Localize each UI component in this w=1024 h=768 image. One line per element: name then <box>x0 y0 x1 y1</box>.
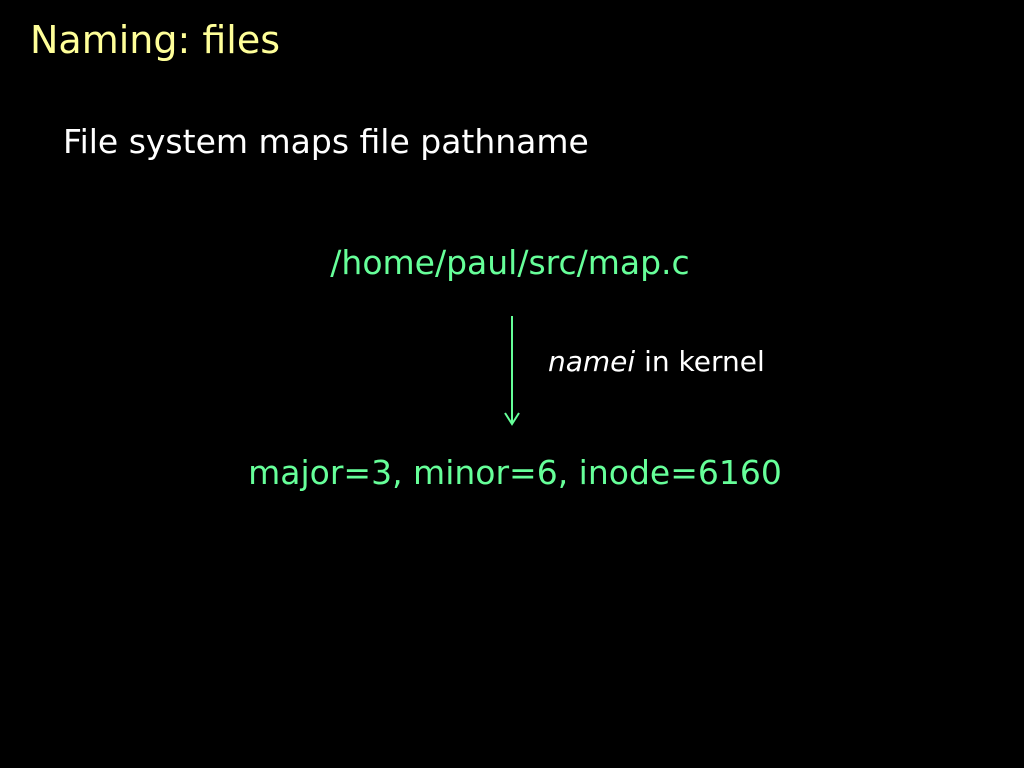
bullet-text: File system maps file pathname <box>63 122 589 161</box>
namei-label: namei <box>548 345 636 378</box>
result-text: major=3, minor=6, inode=6160 <box>0 453 1024 492</box>
pathname-value: /home/paul/src/map.c <box>330 243 690 282</box>
down-arrow-icon <box>504 316 520 426</box>
namei-annotation: namei in kernel <box>548 345 765 378</box>
in-kernel-label: in kernel <box>635 345 765 378</box>
pathname-text: /home/paul/src/map.c <box>0 243 1024 282</box>
slide-title: Naming: files <box>30 18 281 62</box>
arrow-head <box>504 412 520 426</box>
result-value: major=3, minor=6, inode=6160 <box>248 453 782 492</box>
